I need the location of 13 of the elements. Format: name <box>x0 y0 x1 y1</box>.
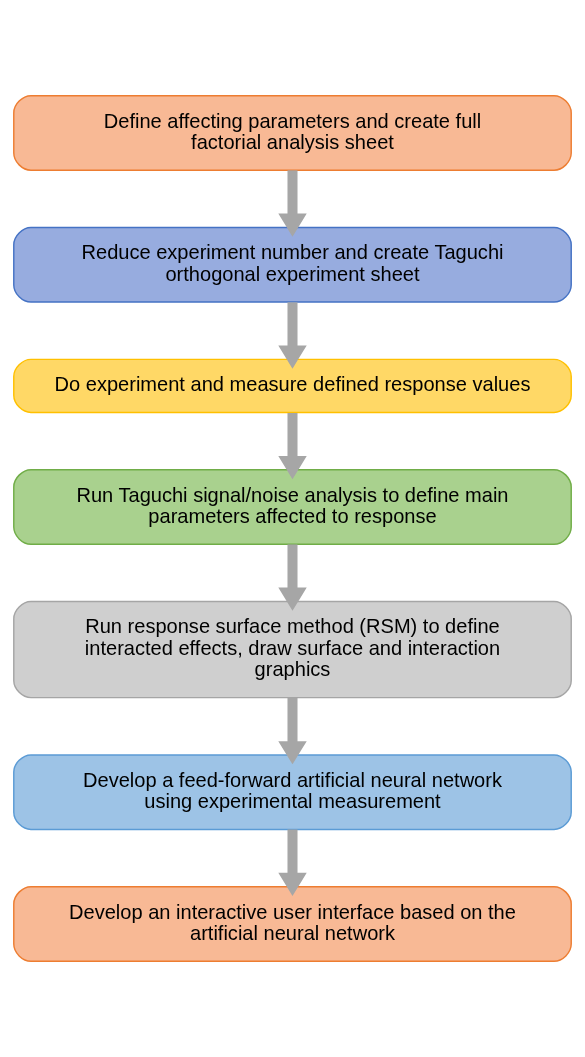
node-box: Develop an interactive user interface based on the artificial neural network <box>13 886 572 962</box>
arrow <box>278 829 307 896</box>
node-box: Run response surface method (RSM) to define interacted effects, draw surface and interaction graphics <box>13 600 572 699</box>
node-box: Do experiment and measure defined response values <box>13 358 572 414</box>
node-box: Define affecting parameters and create full factorial analysis sheet <box>13 95 572 171</box>
arrow <box>278 413 307 480</box>
arrow <box>278 170 307 237</box>
arrow <box>278 697 307 765</box>
arrow <box>278 544 307 611</box>
arrow <box>278 302 307 369</box>
node-box: Develop a feed-forward artificial neural network using experimental measurement <box>13 754 572 831</box>
node-box: Run Taguchi signal/noise analysis to define main parameters affected to response <box>13 469 572 545</box>
node-box: Reduce experiment number and create Taguchi orthogonal experiment sheet <box>13 226 572 303</box>
